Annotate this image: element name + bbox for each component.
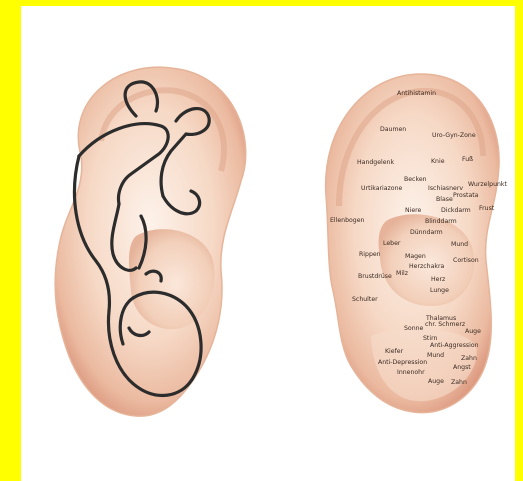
point-angst: Angst	[453, 364, 471, 371]
image-frame: Antihistamin Daumen Uro-Gyn-Zone Handgel…	[21, 6, 515, 481]
point-ellenbogen: Ellenbogen	[330, 217, 365, 224]
point-uro-gyn-zone: Uro-Gyn-Zone	[432, 132, 476, 139]
point-ischiasnerv: Ischiasnerv	[428, 185, 463, 192]
point-cortison: Cortison	[453, 257, 479, 264]
left-ear	[55, 67, 246, 416]
point-mund-upper: Mund	[451, 241, 468, 248]
point-duenndarm: Dünndarm	[410, 229, 443, 236]
point-rippen: Rippen	[359, 251, 381, 258]
point-lunge: Lunge	[430, 287, 449, 294]
point-mund-lower: Mund	[427, 352, 444, 359]
point-blase: Blase	[436, 196, 453, 203]
point-sonne: Sonne	[404, 325, 424, 332]
right-ear: Antihistamin Daumen Uro-Gyn-Zone Handgel…	[326, 74, 508, 413]
point-kiefer: Kiefer	[385, 348, 404, 355]
point-stirn: Stirn	[423, 335, 438, 342]
point-magen: Magen	[405, 253, 426, 260]
point-chr-schmerz: chr. Schmerz	[425, 321, 465, 328]
point-knie: Knie	[431, 158, 445, 165]
point-anti-depression: Anti-Depression	[378, 359, 427, 366]
point-brustdruese: Brustdrüse	[358, 273, 392, 280]
point-milz: Milz	[396, 270, 408, 277]
point-dickdarm: Dickdarm	[441, 207, 471, 214]
point-zahn-upper: Zahn	[461, 355, 477, 362]
point-niere: Niere	[405, 207, 422, 214]
point-auge-lower: Auge	[428, 378, 444, 385]
point-handgelenk: Handgelenk	[357, 159, 394, 166]
point-blinddarm: Blinddarm	[425, 218, 457, 225]
point-prostata: Prostata	[453, 192, 479, 199]
point-herzchakra: Herzchakra	[409, 263, 444, 270]
point-herz: Herz	[431, 276, 445, 283]
point-frust: Frust	[479, 205, 495, 212]
ear-illustration: Antihistamin Daumen Uro-Gyn-Zone Handgel…	[21, 6, 515, 481]
point-schulter: Schulter	[352, 296, 378, 303]
point-anti-aggression: Anti-Aggression	[430, 342, 479, 349]
point-zahn-lower: Zahn	[451, 379, 467, 386]
left-ear-concha	[129, 229, 214, 329]
point-leber: Leber	[383, 240, 401, 247]
point-becken: Becken	[404, 176, 427, 183]
point-daumen: Daumen	[380, 126, 406, 133]
point-antihistamin: Antihistamin	[397, 90, 436, 97]
point-auge-upper: Auge	[465, 328, 481, 335]
point-fuss: Fuß	[462, 156, 473, 163]
point-wurzelpunkt: Wurzelpunkt	[468, 181, 507, 188]
point-innenohr: Innenohr	[397, 369, 425, 376]
point-urtikariazone: Urtikariazone	[361, 185, 402, 192]
